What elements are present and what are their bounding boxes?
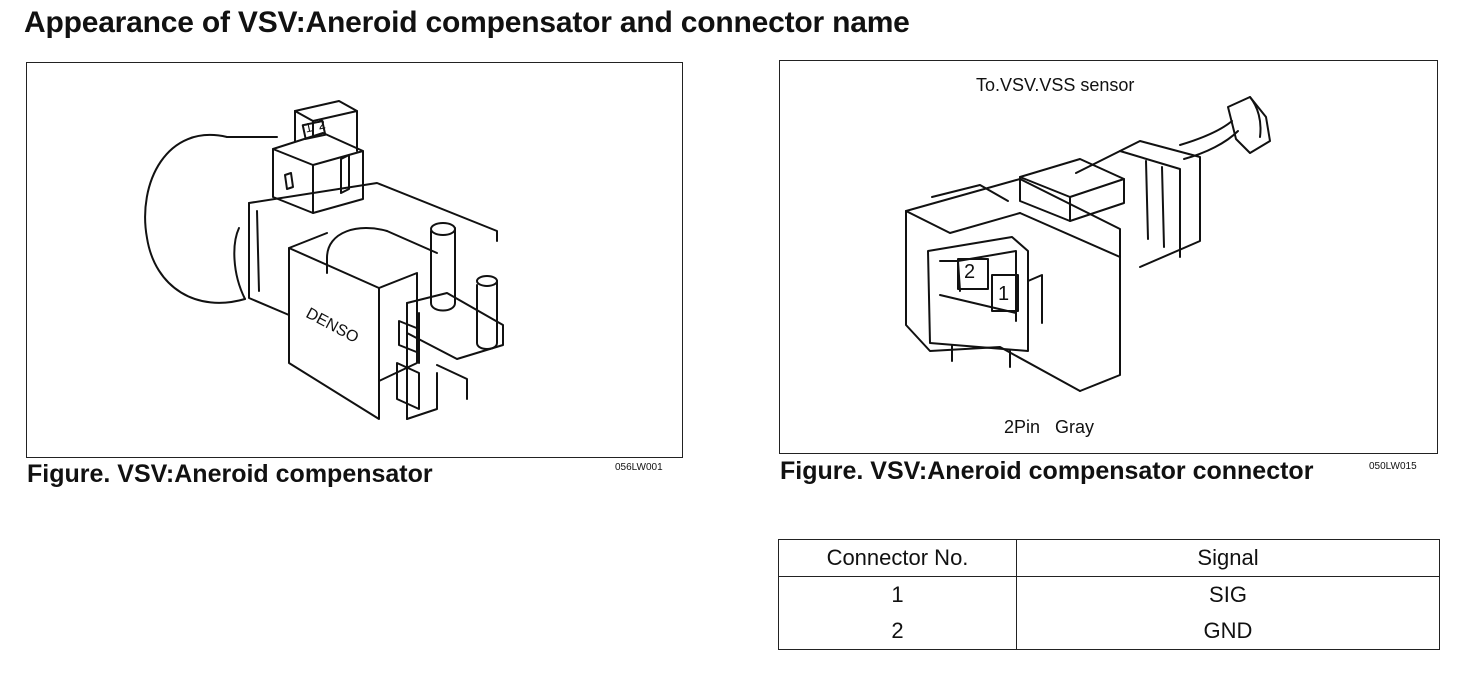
figure-caption-connector: Figure. VSV:Aneroid compensator connecto…	[780, 457, 1314, 485]
page-title: Appearance of VSV:Aneroid compensator an…	[24, 6, 910, 39]
figure-connector-frame: To.VSV.VSS sensor 2Pin Gray 2 1	[779, 60, 1438, 454]
connector-illustration	[905, 96, 1271, 392]
header-connector-no: Connector No.	[778, 539, 1017, 577]
table-row: 2 GND	[778, 613, 1440, 650]
cell-signal: SIG	[1209, 582, 1247, 607]
cell-connector-no: 1	[778, 576, 1017, 613]
figure-code-connector: 050LW015	[1369, 461, 1417, 472]
figure-vsv-frame: DENSO 1 2	[26, 62, 683, 458]
connector-pin-2: 2	[964, 261, 976, 283]
connector-signal-table: Connector No. Signal 1 SIG 2 GND	[778, 539, 1440, 650]
figure-caption-vsv: Figure. VSV:Aneroid compensator	[27, 460, 433, 488]
table-header-row: Connector No. Signal	[778, 539, 1440, 577]
cell-connector-no: 2	[778, 613, 1017, 650]
vsv-illustration	[144, 100, 504, 420]
header-signal: Signal	[1016, 539, 1440, 577]
connector-pin-1: 1	[998, 283, 1010, 305]
sensor-label: To.VSV.VSS sensor	[976, 75, 1135, 95]
pin-count-label: 2Pin Gray	[1004, 417, 1095, 437]
cell-signal: GND	[1203, 618, 1253, 643]
table-row: 1 SIG	[778, 576, 1440, 613]
figure-code-vsv: 056LW001	[615, 462, 663, 473]
